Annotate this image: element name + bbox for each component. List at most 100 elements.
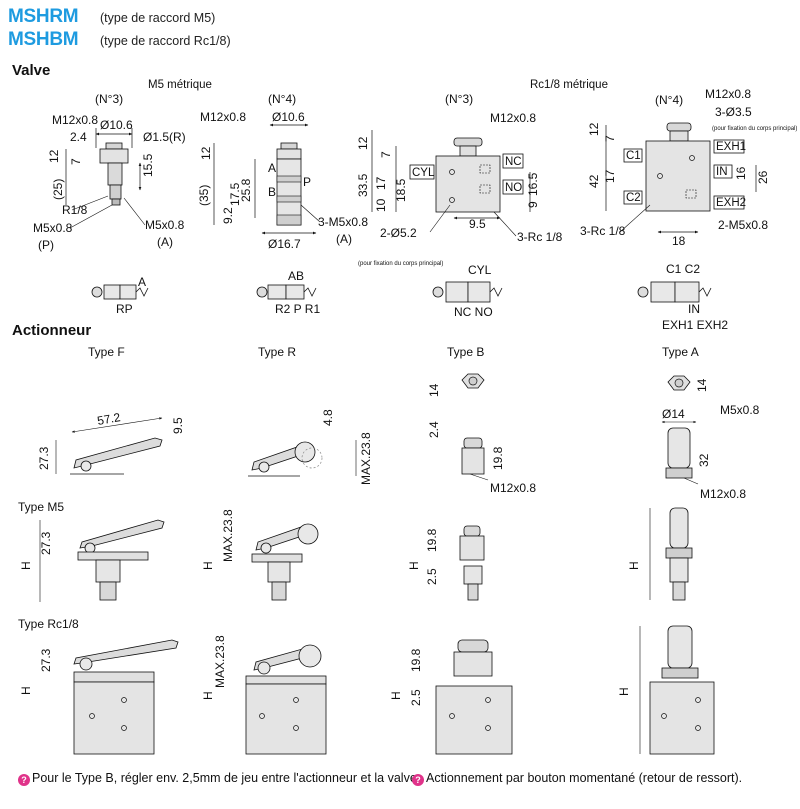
dim: 3-Rc 1/8 xyxy=(517,230,563,244)
port-label: CYL xyxy=(412,167,435,179)
port: IN xyxy=(688,302,700,316)
dim: B xyxy=(268,185,276,199)
port: AB xyxy=(288,269,304,283)
tag: (N°3) xyxy=(95,92,123,106)
note-type-b: ?Pour le Type B, régler env. 2,5mm de je… xyxy=(18,771,420,786)
port-label: NC xyxy=(505,156,522,168)
dim: H xyxy=(389,691,403,700)
note-text: Pour le Type B, régler env. 2,5mm de jeu… xyxy=(32,771,421,785)
product-note-mshrm: (type de raccord M5) xyxy=(100,11,216,25)
dim: 32 xyxy=(697,453,711,467)
assembly-m5-f: 27.3 H xyxy=(19,519,165,602)
actuator-type-a: 14 Ø14 M5x0.8 32 M12x0.8 xyxy=(661,375,760,501)
dim: 12 xyxy=(356,136,370,150)
type-r-label: Type R xyxy=(258,345,296,359)
dim: 27.3 xyxy=(39,648,53,672)
dim: Ø10.6 xyxy=(272,110,305,124)
row-m5-label: Type M5 xyxy=(18,500,64,514)
symbol-rc-n4: C1 C2 IN EXH1 EXH2 xyxy=(637,262,728,332)
port-label: NO xyxy=(505,182,522,194)
assembly-m5-a: H xyxy=(627,507,693,601)
dim: MAX.23.8 xyxy=(359,432,373,485)
dim: 9.5 xyxy=(171,417,185,434)
dim: 19.8 xyxy=(425,528,439,552)
dim: 2-M5x0.8 xyxy=(718,218,768,232)
port: R2 P R1 xyxy=(275,302,320,316)
port: RP xyxy=(116,302,133,316)
dim: 3-Rc 1/8 xyxy=(580,224,626,238)
dim: 17.5 xyxy=(228,182,242,206)
dim: 33.5 xyxy=(356,173,370,197)
note-actuation: ?Actionnement par bouton momentané (reto… xyxy=(412,771,742,786)
dim: M12x0.8 xyxy=(705,87,751,101)
assembly-rc-a: H xyxy=(617,625,715,755)
port-label: IN xyxy=(716,166,728,178)
dim: 15.5 xyxy=(141,153,155,177)
dim: M12x0.8 xyxy=(52,113,98,127)
port: C1 C2 xyxy=(666,262,700,276)
dim: M12x0.8 xyxy=(490,481,536,495)
dim: 16 xyxy=(734,166,748,180)
dim: A xyxy=(268,161,276,175)
tag: (N°4) xyxy=(268,92,296,106)
dim: 12 xyxy=(587,122,601,136)
dim: 12 xyxy=(199,146,213,160)
valve-rc-n3: (N°3) M12x0.8 12 7 CYL NC NO 33.5 17 10 … xyxy=(356,92,563,267)
dim: 16.5 xyxy=(526,172,540,196)
note-text: Actionnement par bouton momentané (retou… xyxy=(426,771,743,785)
row-rc-label: Type Rc1/8 xyxy=(18,617,79,631)
port: NC NO xyxy=(454,305,493,319)
dim: 2.4 xyxy=(427,421,441,438)
note: (pour fixation du corps principal) xyxy=(712,126,797,132)
port: A xyxy=(138,275,146,289)
dim: 10 xyxy=(374,198,388,212)
dim: (A) xyxy=(157,235,173,249)
port-label: C1 xyxy=(626,150,641,162)
dim: H xyxy=(627,561,641,570)
dim: 18 xyxy=(672,234,686,248)
product-note-mshbm: (type de raccord Rc1/8) xyxy=(100,34,231,48)
dim: H xyxy=(201,691,215,700)
symbol-rc-n3: CYL NC NO xyxy=(432,263,503,319)
dim: 7 xyxy=(379,151,393,158)
dim: (P) xyxy=(38,238,54,252)
note: (pour fixation du corps principal) xyxy=(358,261,443,267)
dim: 17 xyxy=(374,176,388,190)
symbol-m5-n4: AB R2 P R1 xyxy=(256,269,320,316)
section-actionneur: Actionneur xyxy=(12,322,92,339)
port-label: C2 xyxy=(626,192,641,204)
dim: M5x0.8 xyxy=(33,221,73,235)
dim: M5x0.8 xyxy=(720,403,760,417)
dim: Ø14 xyxy=(662,407,685,421)
dim: 17 xyxy=(603,169,617,183)
m5-caption: M5 métrique xyxy=(148,79,212,91)
actuator-type-b: 14 2.4 19.8 M12x0.8 xyxy=(427,373,536,495)
port: CYL xyxy=(468,263,492,277)
dim: (35) xyxy=(197,185,211,206)
dim: 57.2 xyxy=(96,410,122,428)
type-f-label: Type F xyxy=(88,345,125,359)
product-code-mshrm: MSHRM xyxy=(8,6,79,27)
dim: 26 xyxy=(756,170,770,184)
assembly-m5-b: 19.8 2.5 H xyxy=(407,525,485,601)
dim: MAX.23.8 xyxy=(213,635,227,688)
dim: MAX.23.8 xyxy=(221,509,235,562)
dim: M12x0.8 xyxy=(490,111,536,125)
valve-m5-n3: (N°3) M12x0.8 Ø10.6 Ø1.5(R) 2.4 12 7 15.… xyxy=(33,92,186,252)
type-a-label: Type A xyxy=(662,345,699,359)
dim: H xyxy=(407,561,421,570)
dim: 9.5 xyxy=(469,217,486,231)
info-icon: ? xyxy=(412,774,424,786)
dim: 14 xyxy=(695,378,709,392)
tag: (N°4) xyxy=(655,93,683,107)
port: EXH1 EXH2 xyxy=(662,318,728,332)
dim: Ø1.5(R) xyxy=(143,130,186,144)
dim: M5x0.8 xyxy=(145,218,185,232)
dim: (A) xyxy=(336,232,352,246)
dim: 9.2 xyxy=(221,207,235,224)
dim: Ø16.7 xyxy=(268,237,301,251)
dim: 4.8 xyxy=(321,409,335,426)
type-b-label: Type B xyxy=(447,345,484,359)
symbol-m5-n3: A RP xyxy=(91,275,149,316)
